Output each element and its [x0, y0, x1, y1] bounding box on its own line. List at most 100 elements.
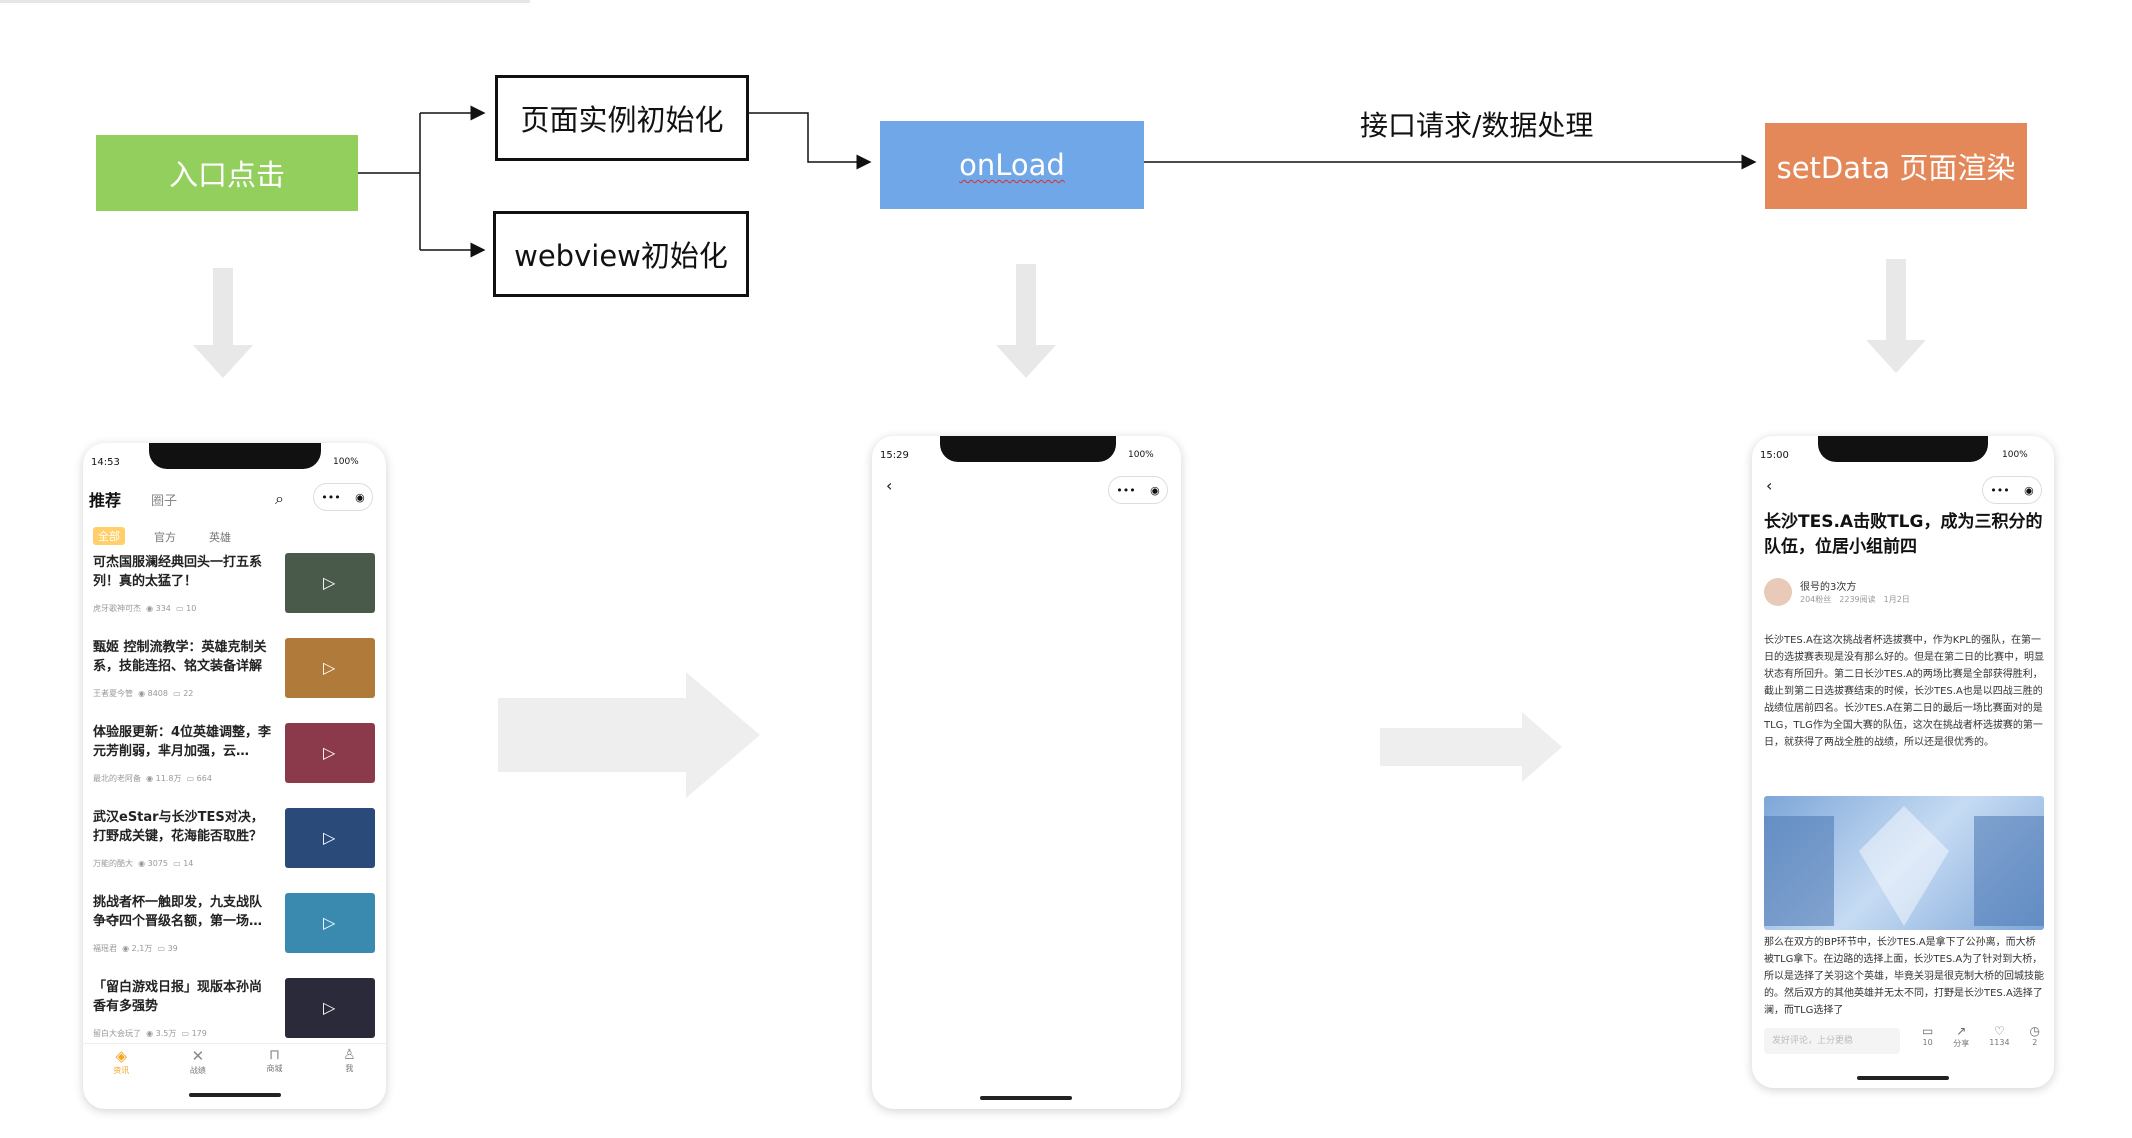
feed-item[interactable]: 挑战者杯一触即发，九支战队争夺四个晋级名额，第一场…福瑶君 ◉ 2,1万 ▭ 3…	[93, 893, 375, 963]
webview-init-node: webview初始化	[493, 211, 749, 297]
more-icon[interactable]: •••	[1116, 483, 1136, 497]
share-label: 分享	[1953, 1039, 1970, 1048]
feed-item-author: 福瑶君	[93, 944, 117, 953]
back-icon[interactable]: ‹	[1766, 476, 1773, 495]
feed-item-thumbnail: ▷	[285, 893, 375, 953]
feed-item-views: 3.5万	[155, 1029, 177, 1038]
article-paragraph-2: 那么在双方的BP环节中，长沙TES.A是拿下了公孙离，而大桥被TLG拿下。在边路…	[1764, 937, 2044, 1014]
feed-item-thumbnail: ▷	[285, 808, 375, 868]
miniapp-capsule[interactable]: ••• ◉	[313, 483, 373, 511]
feed-item-meta: 虎牙歌神可杰 ◉ 334 ▭ 10	[93, 603, 196, 614]
feed-item-title: 可杰国服澜经典回头一打五系列！真的太猛了！	[93, 555, 263, 589]
filter-official[interactable]: 官方	[154, 531, 176, 544]
close-target-icon[interactable]: ◉	[2024, 483, 2034, 497]
feed-item-author: 留白大会玩了	[93, 1029, 141, 1038]
tab-news[interactable]: ◈ 资讯	[113, 1047, 129, 1076]
play-icon: ▷	[323, 573, 336, 592]
onload-label: onLoad	[959, 148, 1065, 182]
feed-item-thumbnail: ▷	[285, 723, 375, 783]
close-target-icon[interactable]: ◉	[1150, 483, 1160, 497]
feed-item-meta: 福瑶君 ◉ 2,1万 ▭ 39	[93, 943, 178, 954]
feed-item-thumbnail: ▷	[285, 638, 375, 698]
coin-icon: ◷	[2029, 1024, 2041, 1038]
home-indicator	[980, 1096, 1072, 1100]
article-image	[1764, 796, 2044, 930]
more-icon[interactable]: •••	[1990, 483, 2010, 497]
miniapp-capsule[interactable]: ••• ◉	[1982, 476, 2042, 504]
entry-click-label: 入口点击	[168, 158, 285, 192]
tab-shop-label: 商城	[266, 1064, 283, 1073]
shop-icon: ⊓	[269, 1047, 280, 1063]
tabbar: ◈ 资讯 ✕ 战绩 ⊓ 商城 ♙ 我	[83, 1047, 386, 1076]
comment-icon: ▭	[157, 944, 166, 953]
top-edge-line	[0, 0, 530, 3]
setdata-label: setData 页面渲染	[1776, 151, 2016, 185]
swords-icon: ✕	[191, 1047, 205, 1065]
down-arrow-2	[996, 264, 1056, 378]
comment-input[interactable]: 发好评论，上分更稳	[1764, 1028, 1900, 1054]
comment-icon: ▭	[181, 1029, 190, 1038]
feed-item-thumbnail: ▷	[285, 553, 375, 613]
like-button[interactable]: ♡ 1134	[1989, 1024, 2009, 1049]
share-icon: ↗	[1956, 1024, 1967, 1038]
eye-icon: ◉	[146, 774, 154, 783]
feed-item[interactable]: 可杰国服澜经典回头一打五系列！真的太猛了！ 虎牙歌神可杰 ◉ 334 ▭ 10 ▷	[93, 553, 375, 623]
comment-button[interactable]: ▭ 10	[1922, 1024, 1933, 1049]
feed-item[interactable]: 体验服更新：4位英雄调整，李元芳削弱，芈月加强，云…最北的老阿备 ◉ 11.8万…	[93, 723, 375, 793]
share-button[interactable]: ↗ 分享	[1953, 1024, 1969, 1049]
comment-icon: ▭	[1921, 1024, 1934, 1038]
entry-click-node: 入口点击	[96, 135, 358, 211]
tab-record[interactable]: ✕ 战绩	[190, 1047, 206, 1076]
feed-item[interactable]: 「留白游戏日报」现版本孙尚香有多强势留白大会玩了 ◉ 3.5万 ▭ 179▷	[93, 978, 375, 1048]
feed-item-author: 万能的酷大	[93, 859, 133, 868]
status-battery: 100%	[1128, 450, 1154, 460]
feed-item-views: 11.8万	[155, 774, 182, 783]
filter-hero[interactable]: 英雄	[209, 531, 231, 544]
play-icon: ▷	[323, 828, 336, 847]
play-icon: ▷	[323, 743, 336, 762]
comment-icon: ▭	[173, 859, 181, 868]
tab-circle[interactable]: 圈子	[151, 494, 178, 509]
author-name[interactable]: 很号的3次方	[1800, 582, 1857, 593]
feed-item[interactable]: 武汉eStar与长沙TES对决，打野成关键，花海能否取胜？ 万能的酷大 ◉ 307…	[93, 808, 375, 878]
news-icon: ◈	[115, 1047, 128, 1065]
coin-button[interactable]: ◷ 2	[2030, 1024, 2040, 1049]
article-paragraph-1: 长沙TES.A在这次挑战者杯选拔赛中，作为KPL的强队，在第一日的选拔赛表现是没…	[1764, 635, 2044, 748]
article-title: 长沙TES.A击败TLG，成为三积分的队伍，位居小组前四	[1764, 512, 2043, 557]
more-icon[interactable]: •••	[321, 490, 341, 504]
play-icon: ▷	[323, 913, 336, 932]
eye-icon: ◉	[138, 859, 146, 868]
status-battery: 100%	[2002, 450, 2028, 460]
feed-item-title: 武汉eStar与长沙TES对决，打野成关键，花海能否取胜？	[93, 810, 264, 844]
connector-entry-fork	[358, 113, 421, 250]
feed-item-title: 甄姬 控制流教学：英雄克制关系，技能连招、铭文装备详解	[93, 640, 267, 674]
feed-item-comments: 22	[183, 689, 194, 698]
feed-item-views: 3075	[147, 859, 168, 868]
status-time: 15:29	[880, 450, 909, 461]
miniapp-capsule[interactable]: ••• ◉	[1108, 476, 1168, 504]
eye-icon: ◉	[138, 689, 146, 698]
tab-me-label: 我	[345, 1064, 354, 1073]
back-icon[interactable]: ‹	[886, 476, 893, 495]
onload-node: onLoad	[880, 121, 1144, 209]
like-count: 1134	[1989, 1038, 2010, 1047]
filter-all[interactable]: 全部	[93, 527, 125, 545]
close-target-icon[interactable]: ◉	[355, 490, 365, 504]
feed-item[interactable]: 甄姬 控制流教学：英雄克制关系，技能连招、铭文装备详解王者夏今管 ◉ 8408 …	[93, 638, 375, 708]
status-battery: 100%	[333, 457, 359, 467]
feed-item-title: 「留白游戏日报」现版本孙尚香有多强势	[93, 980, 263, 1014]
play-icon: ▷	[323, 658, 336, 677]
home-indicator	[1857, 1076, 1949, 1080]
feed-item-author: 最北的老阿备	[93, 774, 141, 783]
tabbar-divider	[83, 1043, 386, 1044]
avatar[interactable]	[1764, 578, 1792, 606]
feed-item-comments: 664	[196, 774, 212, 783]
tab-news-label: 资讯	[113, 1066, 130, 1075]
right-arrow-1	[498, 672, 760, 798]
tab-shop[interactable]: ⊓ 商城	[267, 1047, 283, 1076]
home-indicator	[189, 1093, 281, 1097]
tab-me[interactable]: ♙ 我	[343, 1047, 356, 1076]
search-icon[interactable]: ⌕	[275, 489, 284, 508]
down-arrow-3	[1866, 259, 1926, 373]
tab-recommend[interactable]: 推荐	[89, 491, 122, 510]
